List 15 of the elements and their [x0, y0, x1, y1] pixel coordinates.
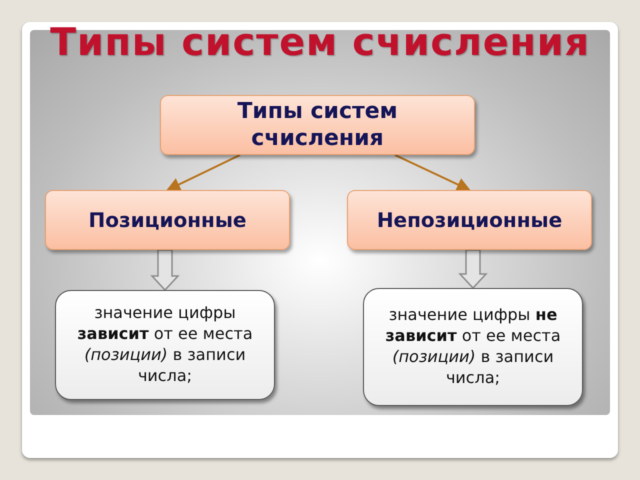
- category-box: [347, 190, 592, 250]
- category-box: [160, 95, 475, 155]
- category-box: [45, 190, 290, 250]
- box-heading: Типы систем счисления: [236, 98, 399, 152]
- description-text: значение цифры зависит от ее места (позиции) в записи числа;: [76, 303, 254, 387]
- description-text: значение цифры не зависит от ее места (позиции) в записи числа;: [384, 305, 562, 389]
- description-box: [55, 290, 275, 400]
- arrow: [394, 154, 471, 191]
- box-heading: Позиционные: [88, 208, 246, 232]
- block-arrow: [150, 249, 180, 292]
- arrow: [166, 154, 240, 191]
- box-heading: Непозиционные: [376, 208, 562, 232]
- block-arrow: [458, 249, 488, 290]
- slide-title: Типы систем счисления: [49, 20, 591, 64]
- description-box: [363, 288, 583, 406]
